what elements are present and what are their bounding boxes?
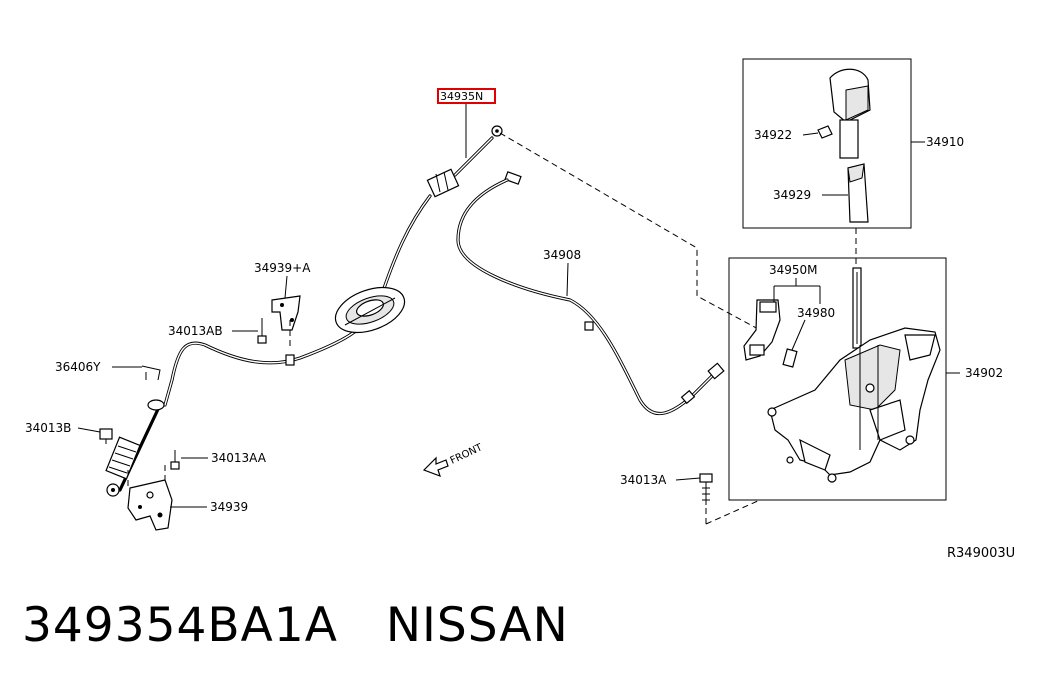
label-36406y: 36406Y bbox=[55, 360, 101, 374]
cable-34908 bbox=[456, 171, 725, 416]
front-label: FRONT bbox=[449, 442, 485, 467]
box-34910 bbox=[742, 58, 912, 229]
part-caption: 349354BA1A NISSAN bbox=[22, 598, 569, 653]
bolt-34013aa-icon bbox=[170, 450, 180, 470]
label-34935n: 34935N bbox=[440, 90, 483, 103]
callout-34980[interactable]: 34980 bbox=[791, 306, 835, 351]
callout-34950m[interactable]: 34950M bbox=[769, 263, 821, 304]
clip-36406y-icon bbox=[141, 365, 161, 381]
callout-34013a[interactable]: 34013A bbox=[620, 473, 701, 487]
label-34980: 34980 bbox=[797, 306, 835, 320]
label-34950m: 34950M bbox=[769, 263, 818, 277]
figure-code: R349003U bbox=[947, 546, 1015, 561]
label-34922: 34922 bbox=[754, 128, 792, 142]
callout-34929[interactable]: 34929 bbox=[773, 188, 848, 202]
label-34902: 34902 bbox=[965, 366, 1003, 380]
callout-34922[interactable]: 34922 bbox=[754, 128, 819, 142]
callout-34908[interactable]: 34908 bbox=[543, 248, 581, 297]
front-arrow-icon bbox=[422, 456, 449, 478]
control-cable bbox=[105, 125, 503, 497]
label-34929: 34929 bbox=[773, 188, 811, 202]
label-34910: 34910 bbox=[926, 135, 964, 149]
bracket-34939a bbox=[271, 295, 301, 331]
callout-34013aa[interactable]: 34013AA bbox=[181, 451, 267, 465]
caption-brand: NISSAN bbox=[385, 598, 569, 653]
bolt-34013b-icon bbox=[99, 428, 113, 444]
label-34013b: 34013B bbox=[25, 421, 71, 435]
label-34013a: 34013A bbox=[620, 473, 667, 487]
box-34902 bbox=[728, 257, 947, 501]
callout-34910[interactable]: 34910 bbox=[911, 135, 964, 149]
label-34939: 34939 bbox=[210, 500, 248, 514]
label-34013ab: 34013AB bbox=[168, 324, 223, 338]
highlight-box bbox=[437, 88, 496, 104]
bracket-34939 bbox=[127, 479, 173, 531]
parts-diagram: 34935N bbox=[25, 58, 1015, 561]
callout-34013ab[interactable]: 34013AB bbox=[168, 324, 258, 338]
callout-34013b[interactable]: 34013B bbox=[25, 421, 101, 435]
callout-34935n[interactable]: 34935N bbox=[437, 88, 496, 158]
callout-36406y[interactable]: 36406Y bbox=[55, 360, 142, 374]
label-34013aa: 34013AA bbox=[211, 451, 267, 465]
caption-part-number: 349354BA1A bbox=[22, 598, 338, 653]
bolt-34013a-icon bbox=[699, 473, 713, 505]
callout-34939[interactable]: 34939 bbox=[170, 500, 248, 514]
callout-34902[interactable]: 34902 bbox=[946, 366, 1003, 380]
label-34908: 34908 bbox=[543, 248, 581, 262]
callout-34939a[interactable]: 34939+A bbox=[254, 261, 311, 299]
bolt-34013ab-icon bbox=[257, 318, 267, 344]
label-34939a: 34939+A bbox=[254, 261, 311, 275]
